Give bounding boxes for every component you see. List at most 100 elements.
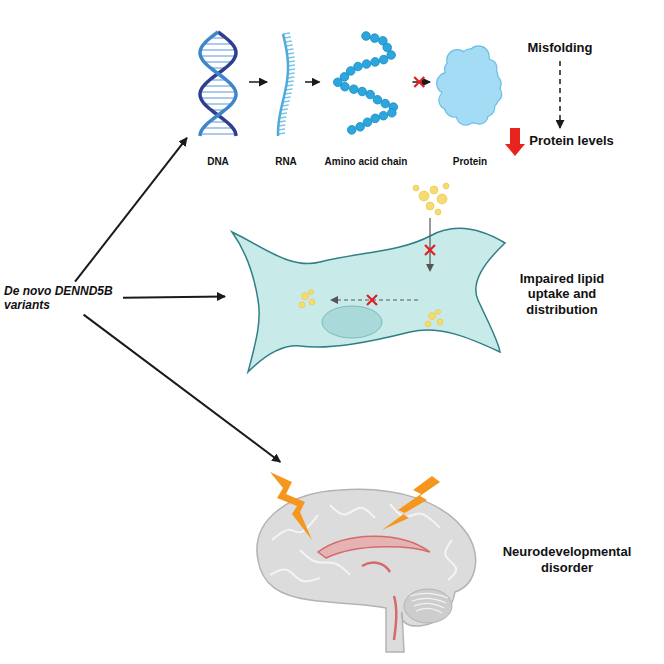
uptake-arrow [429, 218, 430, 268]
connector-arrow [249, 81, 267, 83]
brain-drawing [257, 472, 476, 652]
amino-bead [362, 32, 371, 41]
cerebellum [404, 589, 452, 623]
node-label: Neurodevelopmental disorder [492, 544, 642, 575]
lipid-droplet [430, 186, 438, 194]
brainstem-tract [394, 596, 396, 640]
distribution-arrow [336, 299, 418, 300]
cerebellum-fold [410, 593, 448, 598]
protein-lobe [485, 86, 501, 102]
helix-rung [203, 127, 233, 129]
amino-bead [371, 58, 380, 67]
cell-drawing [232, 183, 505, 372]
gyrus [390, 504, 440, 528]
amino-bead [379, 55, 388, 64]
connector-arrow [559, 61, 561, 128]
dna-helix [200, 32, 236, 136]
corpus-callosum [318, 536, 430, 558]
gyrus [330, 505, 375, 518]
node-label: De novo DENND5B variants [4, 284, 120, 313]
lipid-droplet [437, 194, 447, 204]
lipid-droplet [419, 191, 429, 201]
gyrus [270, 570, 320, 582]
protein-lobe [439, 91, 457, 109]
amino-bead [388, 109, 397, 118]
lipid-droplet [302, 293, 309, 300]
gyrus [445, 540, 456, 580]
protein-blob [436, 45, 502, 125]
amino-bead [379, 111, 388, 120]
lipid-droplet [413, 185, 419, 191]
helix-rung [200, 133, 236, 135]
helix-strand [200, 32, 236, 136]
uptake-arrowhead [426, 264, 434, 272]
connector-arrow [84, 315, 281, 462]
protein-lobe [469, 46, 489, 66]
amino-bead [373, 95, 382, 104]
cerebellum-fold [412, 598, 446, 603]
lightning-bolt [270, 472, 312, 540]
amino-bead [356, 123, 365, 132]
node-label: Protein levels [529, 133, 614, 149]
amino-bead [341, 82, 350, 91]
decrease-arrow [505, 128, 525, 156]
node-label: Protein [453, 156, 487, 168]
lipid-droplet [426, 202, 434, 210]
cell-body [232, 228, 505, 372]
gyrus [272, 515, 318, 540]
block-mark [414, 77, 424, 87]
cerebellum-fold [414, 603, 444, 608]
distribution-arrowhead [330, 296, 338, 304]
helix-rung [204, 61, 232, 63]
block-mark [367, 295, 377, 305]
brain-panel: Neurodevelopmental disorder [180, 465, 642, 655]
node-label: Misfolding [528, 40, 593, 56]
variant-label: De novo DENND5B variants [4, 284, 120, 313]
dna-icon: DNA [190, 28, 246, 168]
lipid-droplet [443, 183, 449, 189]
helix-rung [201, 55, 236, 57]
connector-arrow [305, 81, 320, 83]
connector-arrow [123, 296, 225, 297]
helix-strand [200, 32, 236, 136]
amino-bead [387, 51, 396, 60]
lightning-bolt [382, 476, 440, 530]
amino-bead [371, 114, 380, 123]
amino-chain [333, 32, 397, 134]
node-label: RNA [275, 156, 297, 168]
node-label: DNA [207, 156, 229, 168]
protein-lobe [447, 50, 467, 70]
lipid-droplet [435, 209, 441, 215]
helix-rung [205, 103, 232, 105]
protein-icon: Protein [433, 28, 507, 168]
rna-icon: RNA [270, 28, 302, 168]
helix-rung [204, 43, 232, 45]
nucleus [322, 306, 382, 338]
protein-levels-label: Protein levels [527, 131, 616, 151]
lipid-droplet [299, 302, 305, 308]
amino-bead [347, 126, 356, 135]
amino-bead [370, 34, 379, 43]
helix-rung [200, 49, 235, 51]
cerebellum-fold [416, 608, 442, 613]
lipid-droplet [437, 319, 443, 325]
connector-arrow [75, 138, 187, 282]
rna-backbone [278, 34, 288, 136]
helix-rung [200, 91, 235, 93]
lipid-droplet [309, 290, 314, 295]
amino-chain-icon: Amino acid chain [323, 28, 410, 168]
protein-lobe [437, 73, 457, 93]
lipid-droplet [425, 321, 431, 327]
rna-strand [278, 33, 295, 136]
thalamus [362, 563, 390, 572]
lipid-droplet [436, 310, 441, 315]
brain-outline [257, 489, 476, 652]
node-label: Amino acid chain [325, 156, 408, 168]
amino-bead [358, 87, 367, 96]
amino-bead [381, 99, 390, 108]
helix-rung [204, 85, 233, 87]
amino-bead [366, 90, 375, 99]
block-mark [425, 245, 435, 255]
cell-panel: Impaired lipid uptake and distribution [230, 208, 612, 380]
